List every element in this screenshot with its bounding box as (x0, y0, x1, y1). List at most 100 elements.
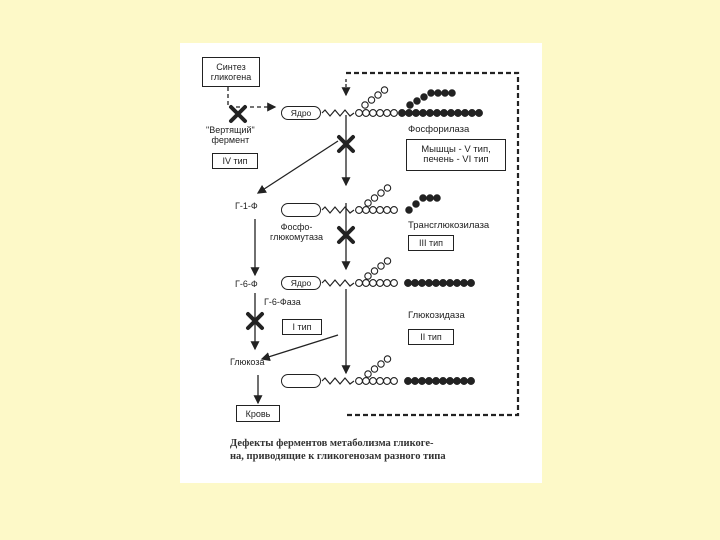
glycogen-synthesis-box: Синтез гликогена (202, 57, 260, 87)
glucose-unit-filled (475, 109, 483, 117)
nucleus-second (281, 203, 321, 217)
glycogenosis-diagram: Синтез гликогена Ядро "Вертящий" фермент… (180, 43, 542, 483)
phosphoglucomutase-label: Фосфо- глюкомутаза (270, 222, 323, 242)
glucose-unit-open (355, 377, 363, 385)
glucose-unit-filled (426, 194, 434, 202)
glucose-unit-open (369, 377, 377, 385)
zigzag-linker (321, 206, 355, 214)
zigzag-linker (321, 109, 355, 117)
glucose-unit-filled (412, 200, 420, 208)
zigzag-linker (321, 279, 355, 287)
glucose-unit-filled (446, 377, 454, 385)
glucose-unit-filled (425, 377, 433, 385)
glucose-unit-filled (418, 279, 426, 287)
g1p-label: Г-1-Ф (235, 201, 258, 211)
glucose-unit-filled (453, 279, 461, 287)
type-2-box: II тип (408, 329, 454, 345)
glucose-unit-filled (461, 109, 469, 117)
glucose-unit-filled (425, 279, 433, 287)
glucose-unit-open (374, 91, 382, 99)
enzyme-block-crosses (229, 105, 355, 330)
glucose-unit-open (361, 101, 369, 109)
glucose-unit-filled (419, 194, 427, 202)
glucose-unit-filled (447, 109, 455, 117)
glucose-unit-filled (440, 109, 448, 117)
block-cross (337, 226, 355, 244)
glucose-unit-filled (453, 377, 461, 385)
glucose-unit-open (362, 206, 370, 214)
glucose-unit-open (377, 189, 385, 197)
glucose-unit-open (376, 206, 384, 214)
blood-box: Кровь (236, 405, 280, 422)
glucose-unit-open (370, 267, 379, 275)
glucose-unit-open (362, 377, 370, 385)
glucose-unit-open (362, 279, 370, 287)
glucose-unit-open (376, 377, 384, 385)
glucose-unit-filled (439, 279, 447, 287)
glucose-unit-open (380, 86, 389, 94)
glucose-unit-filled (468, 109, 476, 117)
block-cross (337, 135, 355, 153)
glucose-unit-filled (412, 109, 420, 117)
glucose-unit-filled (398, 109, 406, 117)
glucose-unit-open (390, 109, 398, 117)
glucose-unit-open (383, 279, 391, 287)
glucosidase-label: Глюкозидаза (408, 310, 465, 321)
glycogen-chains (355, 86, 483, 385)
glucose-unit-filled (411, 377, 419, 385)
glucose-unit-filled (427, 89, 435, 97)
glucose-unit-open (362, 109, 370, 117)
glucose-unit-open (364, 199, 372, 207)
type-4-box: IV тип (212, 153, 258, 169)
glucose-unit-filled (418, 377, 426, 385)
glucose-unit-open (383, 206, 391, 214)
g6phosphatase-label: Г-6-Фаза (264, 297, 301, 307)
glucose-unit-filled (419, 109, 427, 117)
glucose-unit-open (377, 262, 385, 270)
glucose-unit-filled (460, 377, 468, 385)
glucose-unit-open (376, 109, 384, 117)
muscle-liver-type-box: Мышцы - V тип, печень - VI тип (406, 139, 506, 171)
glucose-unit-open (390, 377, 398, 385)
nucleus-third: Ядро (281, 276, 321, 290)
glucose-unit-open (367, 96, 376, 104)
glucose-unit-filled (434, 89, 442, 97)
glucose-unit-filled (411, 279, 419, 287)
branching-enzyme-label: "Вертящий" фермент (206, 125, 255, 145)
glucose-unit-open (364, 272, 372, 280)
glucose-unit-filled (441, 89, 449, 97)
glucose-unit-filled (448, 89, 456, 97)
glucose-unit-filled (426, 109, 434, 117)
glucose-unit-open (369, 279, 377, 287)
glucose-unit-filled (454, 109, 462, 117)
type-3-box: III тип (408, 235, 454, 251)
glucose-label: Глюкоза (230, 357, 265, 367)
glucose-unit-filled (433, 109, 441, 117)
diagram-graphics (227, 71, 520, 417)
glucose-unit-open (370, 194, 379, 202)
g6p-label: Г-6-Ф (235, 279, 258, 289)
glucose-unit-open (377, 360, 385, 368)
block-cross (246, 312, 264, 330)
pathway-arrows (227, 79, 351, 405)
glucose-unit-filled (467, 279, 475, 287)
glucose-unit-open (370, 365, 379, 373)
glucose-unit-filled (467, 377, 475, 385)
glucose-unit-open (355, 109, 363, 117)
dashed-frame (346, 71, 520, 417)
glucose-unit-filled (420, 93, 428, 101)
phosphorylase-label: Фосфорилаза (408, 124, 470, 135)
glucose-unit-open (369, 109, 377, 117)
glucose-unit-open (383, 257, 392, 265)
nucleus-fourth (281, 374, 321, 388)
zigzag-linker (321, 377, 355, 385)
glucose-unit-filled (405, 206, 413, 214)
glucose-unit-open (355, 279, 363, 287)
figure-caption: Дефекты ферментов метаболизма гликоге- н… (230, 438, 446, 462)
glucose-unit-open (383, 355, 392, 363)
glucose-unit-open (390, 206, 398, 214)
block-cross (229, 105, 247, 123)
glucose-unit-open (390, 279, 398, 287)
glucose-unit-filled (433, 194, 441, 202)
